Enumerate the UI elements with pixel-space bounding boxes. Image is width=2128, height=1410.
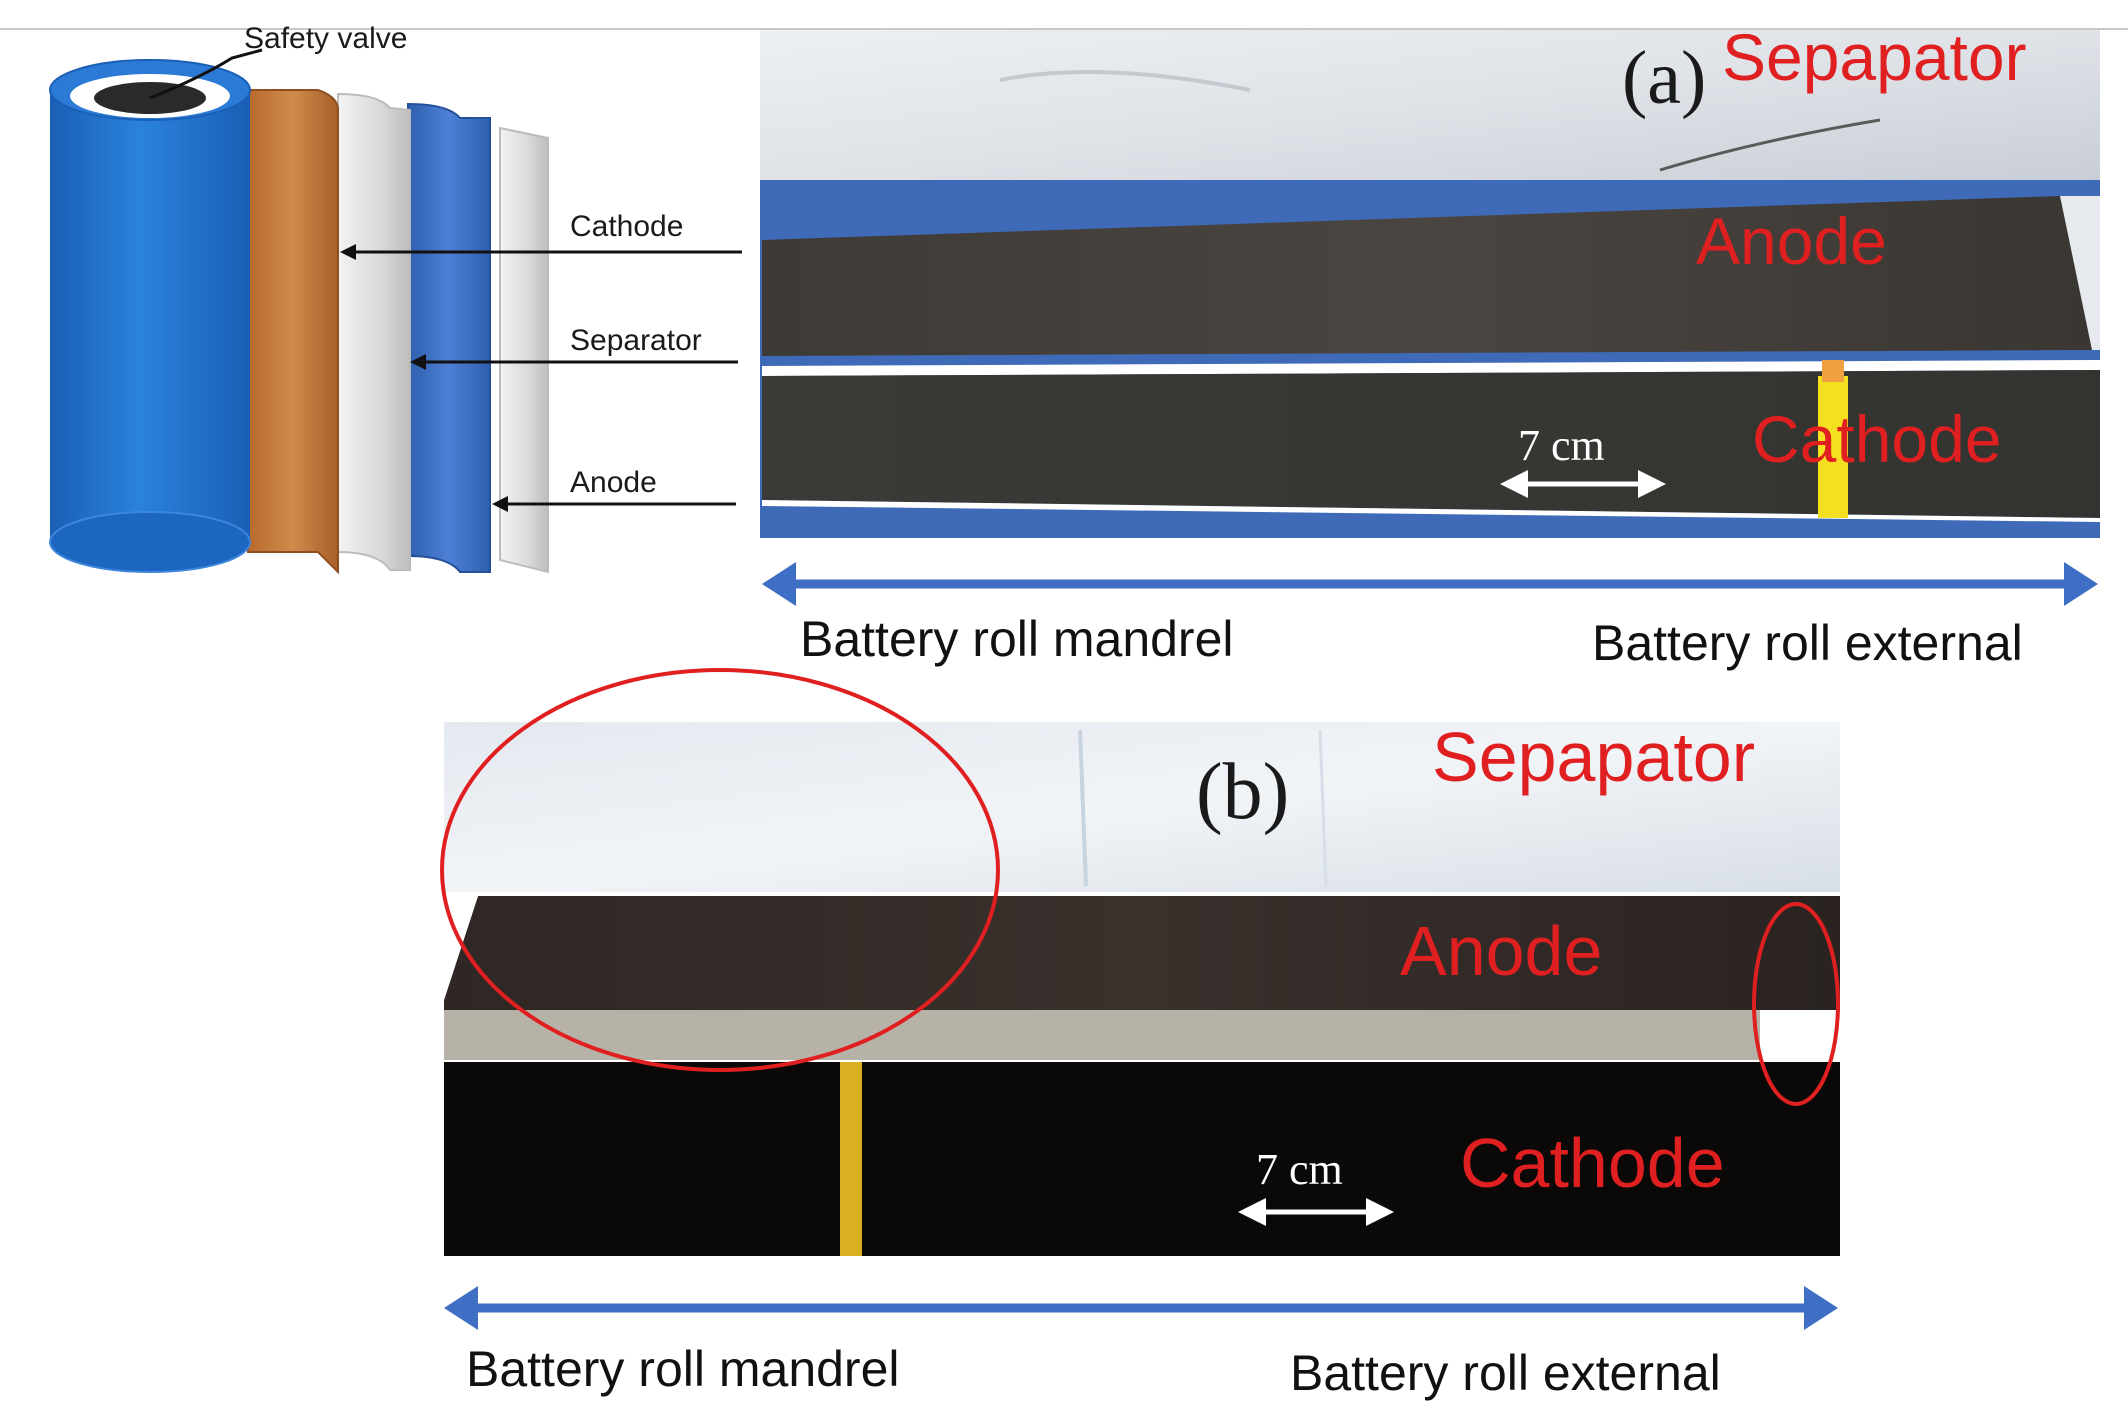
panel-b-tab-tape — [840, 1062, 862, 1256]
panel-a-label: (a) — [1622, 36, 1707, 120]
panel-b-label: (b) — [1196, 748, 1290, 836]
panel-b-cathode-strip — [444, 1062, 1840, 1256]
panel-a-scale-label: 7 cm — [1518, 421, 1605, 470]
panel-b-separator-label: Sepapator — [1432, 718, 1756, 796]
anode-layer — [407, 102, 491, 573]
safety-valve-leader — [149, 48, 263, 100]
panel-a-direction-arrow — [762, 562, 2098, 606]
anode-label: Anode — [570, 466, 657, 499]
panel-a-anode-label: Anode — [1696, 204, 1887, 278]
cathode-layer — [247, 89, 339, 575]
panel-b-defect-circle-large — [440, 668, 1000, 1072]
panel-b-gravel-strip — [444, 1010, 1840, 1060]
panel-a-tab-tape — [1818, 360, 1848, 518]
panel-a-mandrel-label: Battery roll mandrel — [800, 611, 1234, 667]
separator-pointer-arrow — [410, 354, 738, 370]
panel-b-separator-strip — [444, 722, 1840, 892]
panel-a-anode-strip — [762, 196, 2100, 356]
safety-valve-label: Safety valve — [244, 22, 408, 55]
outer-separator-layer — [499, 126, 549, 574]
panel-a-external-label: Battery roll external — [1592, 615, 2023, 671]
panel-b-scale-label: 7 cm — [1256, 1145, 1343, 1194]
panel-b-mandrel-label: Battery roll mandrel — [466, 1341, 900, 1397]
battery-can — [49, 59, 251, 573]
separator-layer — [337, 92, 411, 571]
cathode-label: Cathode — [570, 210, 684, 243]
panel-b-external-label: Battery roll external — [1290, 1345, 1721, 1401]
panel-b-cathode-label: Cathode — [1460, 1124, 1725, 1202]
top-divider — [0, 28, 2128, 30]
panel-b-anode-strip — [444, 896, 1840, 1016]
panel-b-direction-arrow — [444, 1286, 1838, 1330]
panel-a-cathode-label: Cathode — [1752, 402, 2002, 476]
panel-b-scale-arrow — [1238, 1198, 1394, 1226]
separator-label: Separator — [570, 324, 702, 357]
panel-b-defect-circle-small — [1752, 902, 1840, 1106]
panel-a-scale-arrow — [1500, 470, 1666, 498]
panel-a-separator-label: Sepapator — [1722, 20, 2027, 94]
anode-pointer-arrow — [492, 496, 736, 512]
panel-a-cathode-strip — [762, 360, 2100, 522]
panel-a-separator-strip — [760, 30, 2100, 180]
cathode-pointer-arrow — [340, 244, 742, 260]
panel-b-anode-label: Anode — [1400, 912, 1603, 990]
